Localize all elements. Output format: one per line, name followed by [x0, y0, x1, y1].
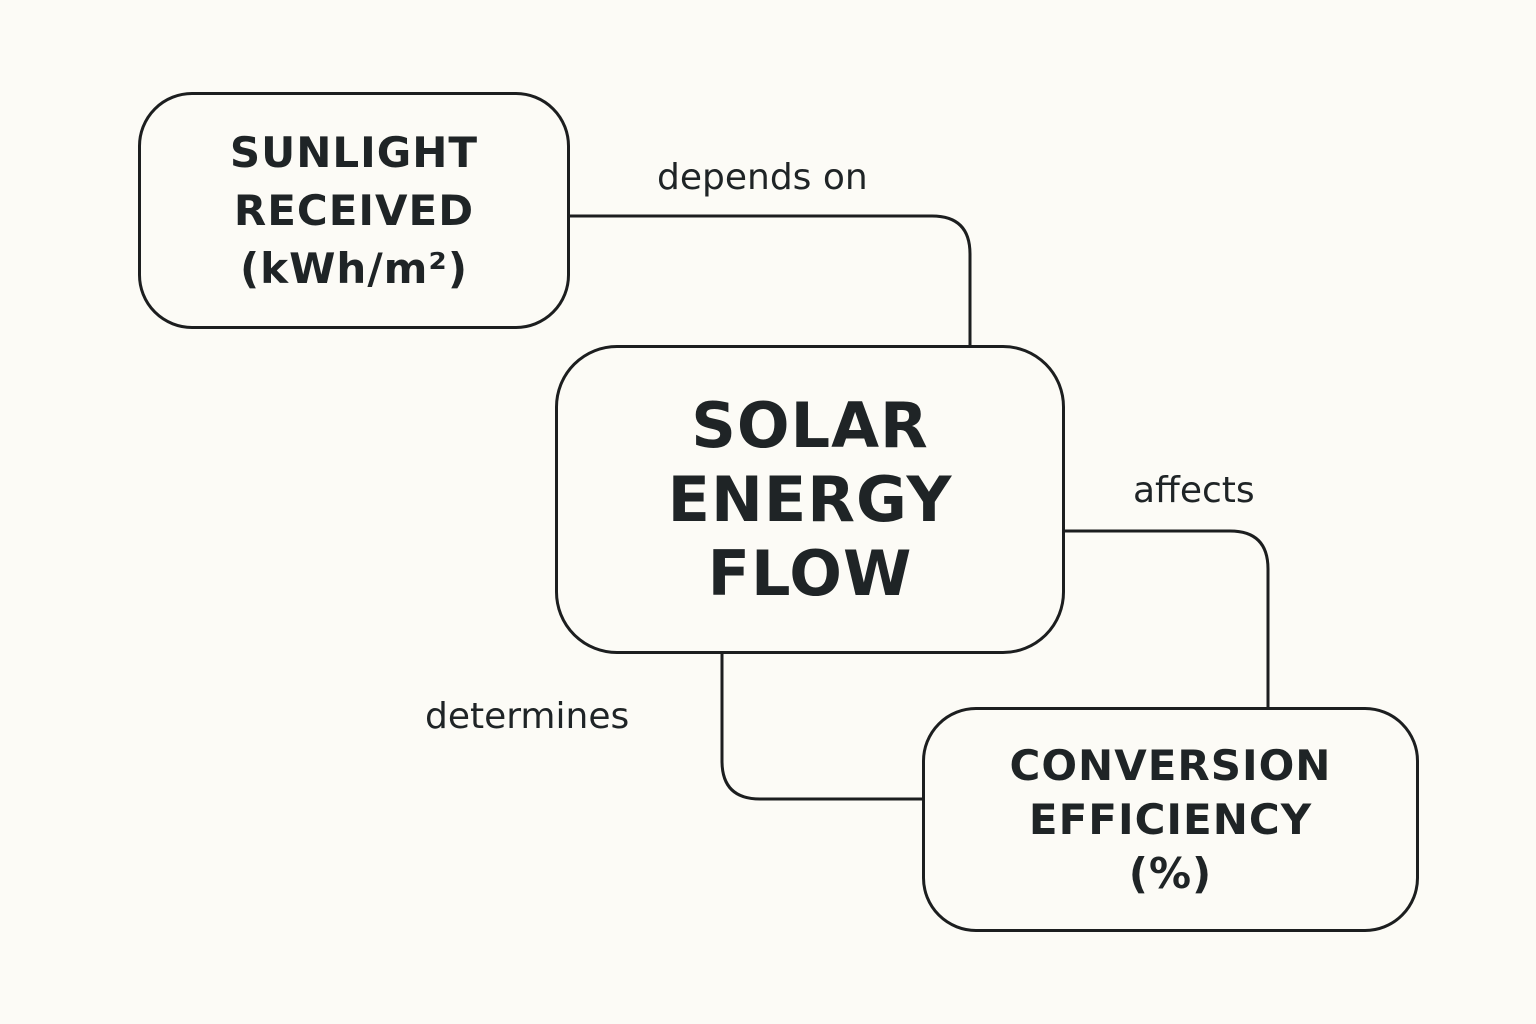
node-solar-line-2: ENERGY — [667, 462, 953, 536]
node-solar-line-3: FLOW — [707, 536, 913, 610]
edge-label-determines: determines — [425, 696, 630, 737]
node-solar-energy-flow: SOLAR ENERGY FLOW — [555, 345, 1065, 654]
node-conversion-line-1: CONVERSION — [1009, 740, 1332, 790]
edge-label-affects: affects — [1133, 470, 1255, 511]
node-sunlight-line-2: RECEIVED — [233, 185, 475, 235]
node-solar-line-1: SOLAR — [691, 388, 929, 462]
node-conversion-line-2: EFFICIENCY — [1028, 794, 1313, 844]
edge-depends-on-line — [570, 214, 972, 345]
node-conversion-efficiency: CONVERSION EFFICIENCY (%) — [922, 707, 1419, 932]
edge-determines-line — [720, 654, 922, 801]
edge-label-depends-on: depends on — [657, 157, 868, 198]
node-conversion-line-3: (%) — [1128, 848, 1213, 898]
node-sunlight-received: SUNLIGHT RECEIVED (kWh/m²) — [138, 92, 570, 329]
node-sunlight-line-3: (kWh/m²) — [239, 243, 469, 293]
edge-affects-line — [1065, 529, 1270, 707]
node-sunlight-line-1: SUNLIGHT — [229, 127, 479, 177]
